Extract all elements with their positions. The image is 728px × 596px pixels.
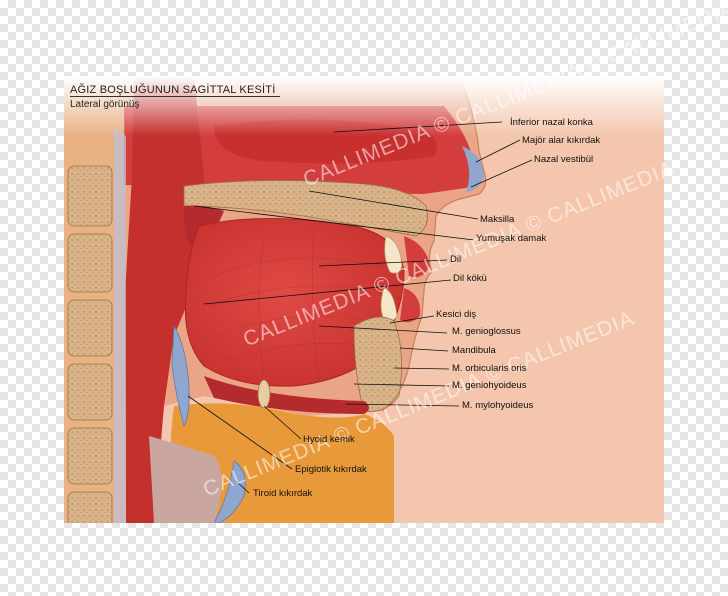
leader-yumusak-damak [193,205,475,241]
leader-hyoid-kemik [263,405,302,440]
leader-m-orbicularis-oris [393,367,450,370]
upper-incisor [384,235,403,274]
thyroid-cartilage [213,460,246,523]
hyoid-bone [257,379,271,409]
label-m-geniohyoideus: M. geniohyoideus [452,380,527,391]
label-dil-koku: Dil kökü [453,273,487,284]
label-m-genioglossus: M. genioglossus [452,326,521,337]
label-epiglotik-kikirdak: Epiglotik kıkırdak [295,464,367,475]
lower-lip [400,288,421,323]
label-mandibula: Mandibula [452,345,496,356]
label-nazal-vestibul: Nazal vestibül [534,154,594,165]
spinal-ligament [114,126,126,523]
sagittal-section-illustration [64,76,664,523]
maxilla [183,180,429,237]
vertebrae [67,165,113,523]
label-major-alar-kikirdak: Majör alar kıkırdak [522,135,601,146]
label-yumusak-damak: Yumuşak damak [476,233,547,244]
label-m-mylohyoideus: M. mylohyoideus [462,400,534,411]
label-inferior-nazal-konka: İnferior nazal konka [510,117,593,128]
pharynx [104,76,204,523]
leader-maksilla [308,190,479,220]
leader-dil-koku [203,279,452,305]
label-dil: Dil [450,254,462,265]
leader-tiroid-kikirdak [235,480,250,494]
leader-nazal-vestibul [470,159,533,188]
leader-inferior-nazal-konka [333,121,503,133]
leader-major-alar-kikirdak [475,139,521,163]
label-m-orbicularis-oris: M. orbicularis oris [452,363,527,374]
label-tiroid-kikirdak: Tiroid kıkırdak [253,488,313,499]
diagram-title: AĞIZ BOŞLUĞUNUN SAGİTTAL KESİTİ [70,84,276,96]
larynx [149,436,222,523]
skin-outline [381,76,487,412]
epiglottis [171,324,190,428]
leader-dil [318,259,448,267]
leader-kesici-dis [389,315,435,324]
nasal-vestibule [462,146,484,192]
diagram-subtitle: Lateral görünüş [70,99,140,110]
label-kesici-dis: Kesici diş [436,309,477,320]
top-fade [64,76,664,136]
leader-m-mylohyoideus [345,403,460,407]
illustration-frame [64,76,664,523]
leader-mandibula [399,347,449,352]
title-underline [70,96,280,97]
leader-m-geniohyoideus [353,383,450,387]
leader-lines [187,121,533,494]
label-maksilla: Maksilla [480,214,515,225]
upper-lip [404,236,430,278]
mandible [353,316,402,412]
mylohyoid-muscle [204,376,369,414]
leader-m-genioglossus [318,325,448,334]
label-hyoid-kemik: Hyoid kemik [303,434,355,445]
leader-epiglotik-kikirdak [187,395,293,470]
